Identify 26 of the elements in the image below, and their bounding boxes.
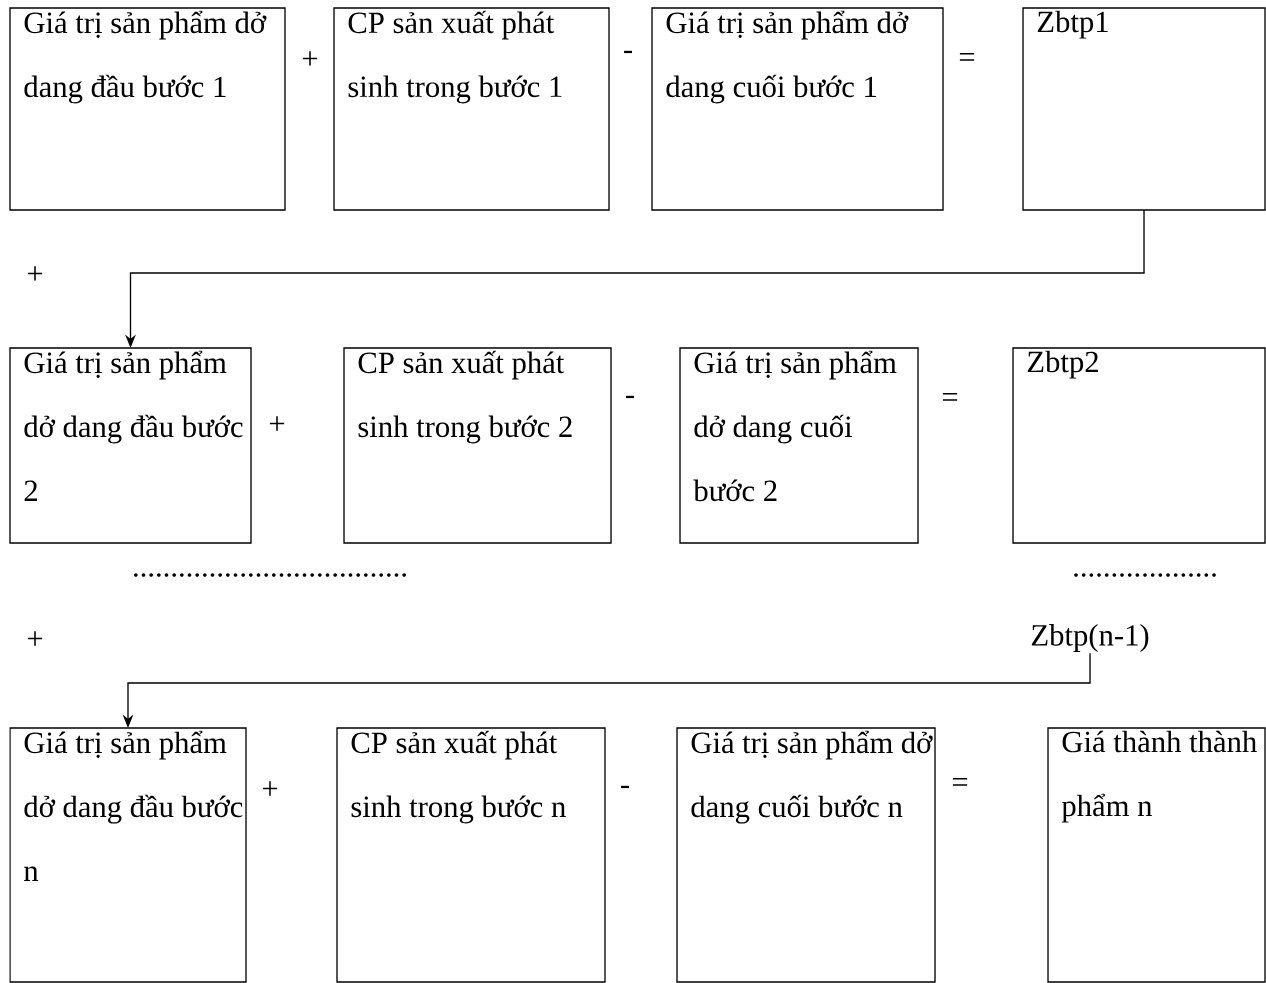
ellipsis-dots: .................................... [134, 573, 406, 577]
process-box: CP sản xuất phát sinh trong bước 1 [333, 7, 610, 211]
operator-sign: = [959, 53, 975, 61]
process-box: Zbtp2 [1012, 347, 1266, 544]
process-box: Giá trị sản phẩm dở dang cuối bước n [676, 727, 936, 983]
process-box: Giá trị sản phẩm dở dang cuối bước 1 [651, 7, 944, 211]
process-box: Giá trị sản phẩm dở dang đầu bước 2 [9, 347, 252, 544]
operator-sign: - [624, 50, 632, 54]
operator-sign: + [27, 631, 43, 646]
operator-sign: = [942, 393, 958, 401]
process-box: CP sản xuất phát sinh trong bước n [336, 727, 606, 983]
operator-sign: + [27, 266, 43, 281]
operator-sign: + [302, 51, 318, 66]
operator-sign: = [952, 778, 968, 786]
process-box: Zbtp1 [1022, 7, 1266, 211]
process-box: CP sản xuất phát sinh trong bước 2 [343, 347, 612, 544]
process-box: Giá trị sản phẩm dở dang đầu bước 1 [9, 7, 286, 211]
process-box: Giá trị sản phẩm dở dang cuối bước 2 [679, 347, 919, 544]
operator-sign: - [626, 395, 634, 399]
process-box: Giá thành thành phẩm n [1047, 727, 1266, 983]
operator-sign: + [269, 416, 285, 431]
result-label: Zbtp(n-1) [1031, 624, 1149, 652]
operator-sign: - [621, 785, 629, 789]
operator-sign: + [262, 781, 278, 796]
ellipsis-dots: ................... [1074, 573, 1216, 577]
process-box: Giá trị sản phẩm dở dang đầu bước n [9, 727, 247, 983]
